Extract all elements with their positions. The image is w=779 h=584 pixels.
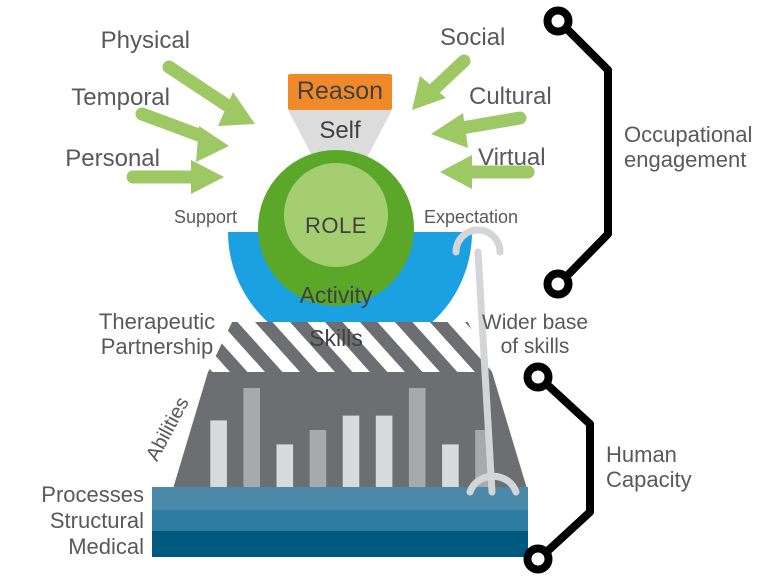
influence-label-personal: Personal [65, 145, 160, 172]
ability-bar [375, 415, 393, 490]
wider-base-caliper [452, 226, 520, 496]
influence-label-cultural: Cultural [469, 83, 552, 110]
self-label: Self [319, 117, 361, 144]
arrow-cultural [431, 111, 527, 148]
arrow-temporal [135, 107, 229, 162]
influence-label-virtual: Virtual [478, 144, 546, 171]
reason-label: Reason [296, 77, 384, 105]
influence-arrows-right [412, 54, 535, 189]
ability-bar [408, 388, 426, 490]
base-layers [152, 487, 528, 557]
self-trapezoid [288, 110, 392, 186]
ability-bar [276, 444, 294, 490]
base-layer-label-processes: Processes [41, 482, 144, 507]
arrow-physical [162, 60, 255, 126]
bracket-occupational-engagement [543, 6, 612, 299]
influence-arrows-left [126, 60, 255, 194]
ability-bar [309, 430, 327, 490]
bracket-human-capacity [523, 362, 594, 574]
base-layer-label-structural: Structural [49, 508, 144, 533]
ability-bar [342, 415, 360, 490]
role-label: ROLE [305, 213, 367, 238]
activity-label: Activity [299, 282, 373, 308]
role-rings [258, 150, 414, 306]
arrow-virtual [440, 155, 535, 189]
influence-label-social: Social [440, 24, 506, 51]
ability-bar [210, 420, 227, 490]
arrow-personal [126, 160, 224, 194]
base-layer-label-medical: Medical [68, 534, 144, 559]
influence-label-physical: Physical [100, 27, 190, 54]
bracket-label-human-capacity: Human Capacity [606, 442, 692, 492]
ability-bar [243, 388, 260, 490]
ability-bar [442, 444, 459, 490]
expectation-label: Expectation [424, 207, 519, 227]
therapeutic-partnership-label: Therapeutic Partnership [98, 309, 216, 359]
support-label: Support [174, 207, 238, 227]
wider-base-of-skills-label: Wider base of skills [481, 311, 589, 358]
arrow-social [412, 54, 471, 110]
reason-block [288, 74, 392, 110]
influence-label-temporal: Temporal [71, 84, 170, 111]
abilities-bar-chart [210, 388, 492, 490]
skills-label: Skills [309, 325, 363, 351]
bracket-label-occupational-engagement: Occupational engagement [624, 122, 753, 172]
